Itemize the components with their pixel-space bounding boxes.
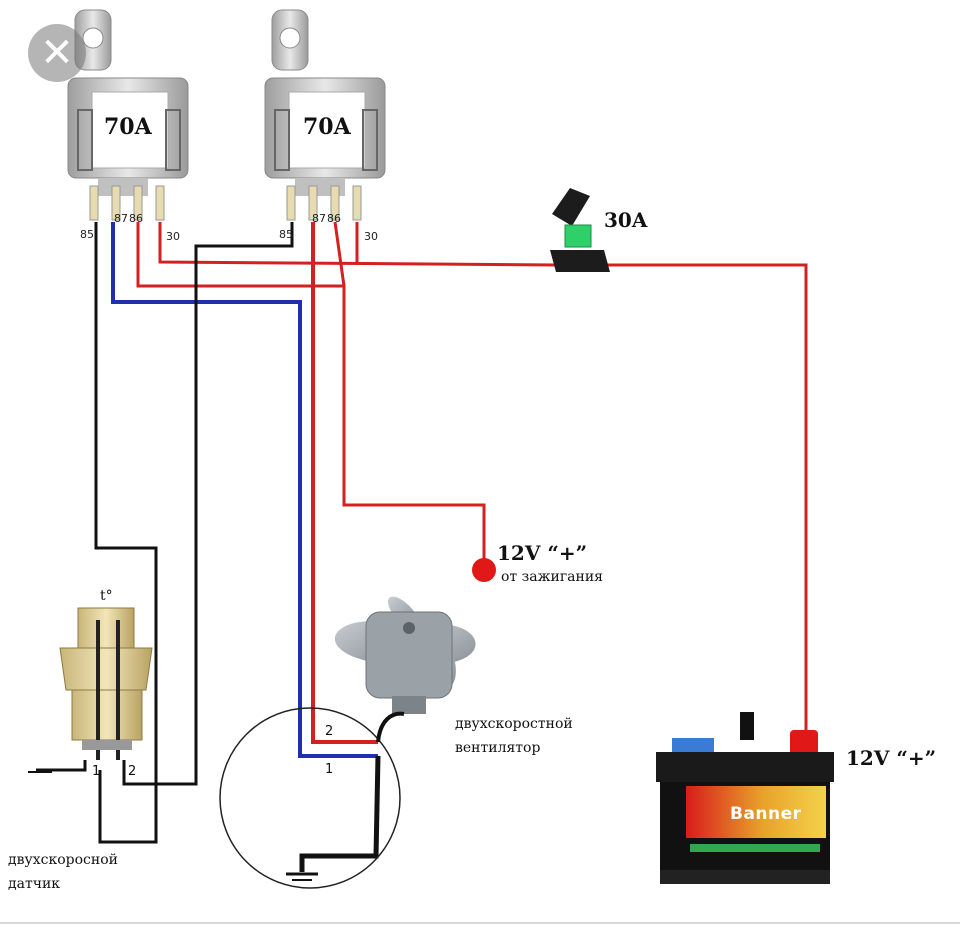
fan-caption-line1: двухскоростной [455,716,573,732]
fan-wire-1: 1 [325,762,334,777]
close-icon[interactable]: ✕ [28,24,86,82]
red-wire-86-ignition [136,222,486,568]
relay-right-pin-85: 85 [279,228,293,241]
fan-caption-line2: вентилятор [455,740,541,756]
battery [656,712,834,884]
relay-left-pin-30: 30 [166,230,180,243]
ignition-voltage: 12V “+” [497,541,588,565]
sensor-caption-line2: датчик [8,876,61,892]
sensor-pin-2: 2 [128,764,137,779]
relay-left-pin-85: 85 [80,228,94,241]
blue-wire-fan-speed1 [111,222,378,758]
fuse [550,188,610,272]
black-wire-85-sensor [94,222,158,844]
relay-right-pin-30: 30 [364,230,378,243]
relay-left [67,9,189,221]
black-wire-fan-ground [299,755,381,872]
red-wire-fan-speed2 [311,222,378,744]
relay-right-rating: 70A [303,114,351,140]
relay-left-rating: 70A [104,114,152,140]
fan [334,596,476,743]
sensor-temp-symbol: t° [100,588,113,604]
ignition-caption: от зажигания [501,569,603,585]
relay-left-pin-87: 87 [114,212,128,225]
temperature-sensor [59,607,153,760]
fuse-rating: 30A [604,208,648,232]
relay-right-pin-87: 87 [312,212,326,225]
battery-brand-logo: Banner [730,804,802,824]
red-wire-relay2-86 [333,221,346,287]
black-wire-relay2-85-sensor [122,222,294,786]
relay-left-pin-86: 86 [129,212,143,225]
ignition-terminal [472,558,496,582]
relay-right [264,9,386,221]
black-wire-sensor-ground [36,760,87,772]
battery-voltage: 12V “+” [846,746,937,770]
detail-circle [219,707,401,889]
sensor-pin-1: 1 [92,764,101,779]
fan-wire-2: 2 [325,724,334,739]
bottom-divider [0,922,960,924]
relay-right-pin-86: 86 [327,212,341,225]
sensor-caption-line1: двухскоросной [8,852,118,868]
